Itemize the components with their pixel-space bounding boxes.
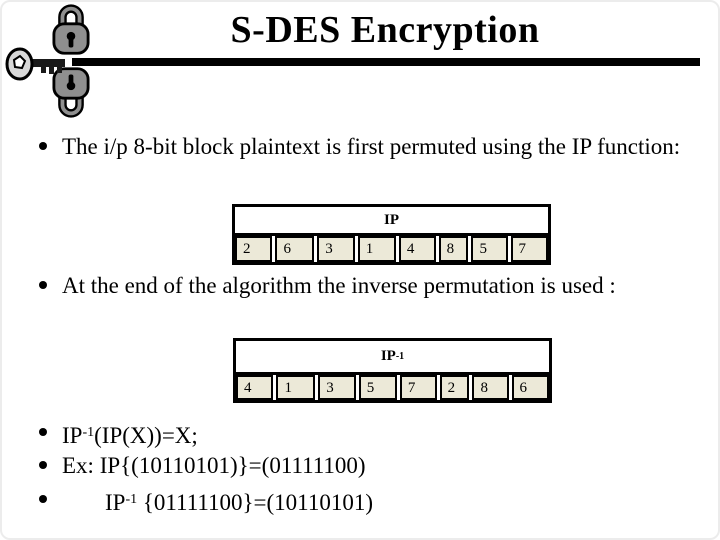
bullet-item-3: IP-1(IP(X))=X; xyxy=(36,417,198,451)
table-title: IP xyxy=(380,348,396,364)
bullet-text: The i/p 8-bit block plaintext is first p… xyxy=(62,134,681,159)
bullet-item-5: IP-1 {01111100}=(10110101) xyxy=(36,484,373,518)
permutation-cell: 5 xyxy=(358,375,397,400)
permutation-cell: 6 xyxy=(511,375,549,400)
bullet-item-4: Ex: IP{(10110101)}=(01111100) xyxy=(36,450,366,481)
formula-superscript: -1 xyxy=(125,492,138,507)
permutation-cell: 8 xyxy=(438,236,469,262)
key-icon xyxy=(5,47,65,81)
bullet-icon xyxy=(39,495,47,503)
bullet-icon xyxy=(39,142,47,150)
padlock-icon xyxy=(52,4,90,55)
formula-rest: {01111100}=(10110101) xyxy=(137,490,373,515)
title-underline xyxy=(72,58,700,66)
formula-rest: (IP(X))=X; xyxy=(94,423,198,448)
permutation-cell: 3 xyxy=(318,375,356,400)
formula-text: IP-1 {01111100}=(10110101) xyxy=(62,484,373,518)
bullet-icon xyxy=(39,461,47,469)
page-title: S-DES Encryption xyxy=(230,9,540,51)
table-row: 2 6 3 1 4 8 5 7 xyxy=(235,236,548,262)
permutation-cell: 4 xyxy=(398,236,436,262)
padlock-icon-flipped xyxy=(52,67,90,118)
formula-superscript: -1 xyxy=(82,425,95,440)
formula-text: Ex: IP{(10110101)}=(01111100) xyxy=(62,453,366,478)
permutation-cell: 7 xyxy=(510,236,548,262)
ip-inverse-permutation-table: IP-1 4 1 3 5 7 2 8 6 xyxy=(233,338,552,403)
formula-base: IP xyxy=(62,423,83,448)
permutation-cell: 2 xyxy=(235,236,273,262)
permutation-cell: 2 xyxy=(439,375,470,400)
permutation-cell: 4 xyxy=(236,375,274,400)
permutation-cell: 8 xyxy=(472,375,509,400)
permutation-cell: 6 xyxy=(275,236,315,262)
permutation-cell: 5 xyxy=(471,236,508,262)
bullet-item-2: At the end of the algorithm the inverse … xyxy=(36,270,684,301)
table-header: IP-1 xyxy=(236,341,549,375)
bullet-icon xyxy=(39,281,47,289)
formula-text: IP-1(IP(X))=X; xyxy=(62,417,198,451)
table-row: 4 1 3 5 7 2 8 6 xyxy=(236,375,549,400)
permutation-cell: 1 xyxy=(357,236,396,262)
permutation-cell: 1 xyxy=(276,375,316,400)
bullet-item-1: The i/p 8-bit block plaintext is first p… xyxy=(36,131,684,162)
table-header: IP xyxy=(235,207,548,236)
permutation-cell: 3 xyxy=(317,236,355,262)
bullet-icon xyxy=(39,428,47,436)
bullet-text: At the end of the algorithm the inverse … xyxy=(62,273,616,298)
table-title: IP xyxy=(384,211,399,228)
formula-base: IP xyxy=(105,490,126,515)
ip-permutation-table: IP 2 6 3 1 4 8 5 7 xyxy=(232,204,551,265)
permutation-cell: 7 xyxy=(399,375,437,400)
table-title-superscript: -1 xyxy=(395,351,405,362)
